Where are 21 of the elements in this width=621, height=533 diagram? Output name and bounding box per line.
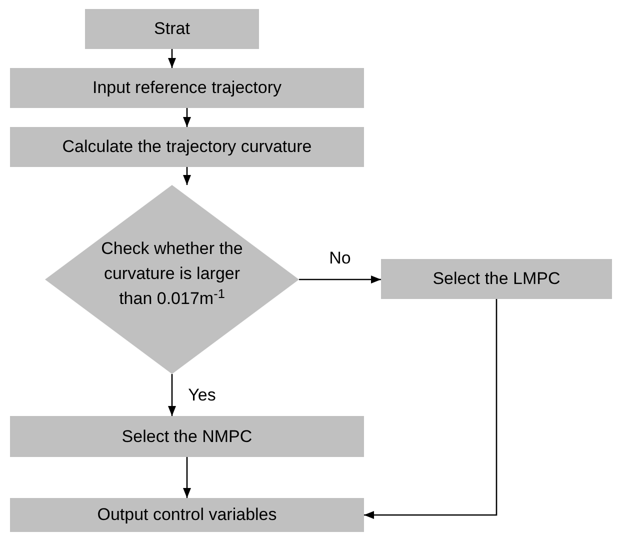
process-text: Strat: [154, 18, 190, 40]
arrow: [168, 49, 176, 68]
process-text: Calculate the trajectory curvature: [62, 136, 312, 158]
process-box: [85, 9, 259, 49]
process-box: [10, 498, 364, 532]
decision-diamond: [45, 185, 299, 374]
process-text: Input reference trajectory: [92, 77, 282, 100]
process-text: Select the NMPC: [122, 426, 252, 448]
process-box: [10, 68, 364, 108]
process-box: [10, 416, 364, 457]
arrow: [183, 108, 191, 127]
process-box: [381, 259, 612, 299]
arrow: [168, 374, 176, 416]
arrow: [299, 276, 381, 284]
arrow: [183, 167, 191, 185]
decision-text: Check whether the curvature is larger than 0.017m$^{-1}$: [100, 238, 244, 310]
arrow: [183, 457, 191, 498]
process-box: [10, 127, 364, 167]
process-text: Output control variables: [97, 504, 277, 526]
arrow: [364, 299, 498, 519]
process-text: Select the LMPC: [432, 268, 560, 290]
